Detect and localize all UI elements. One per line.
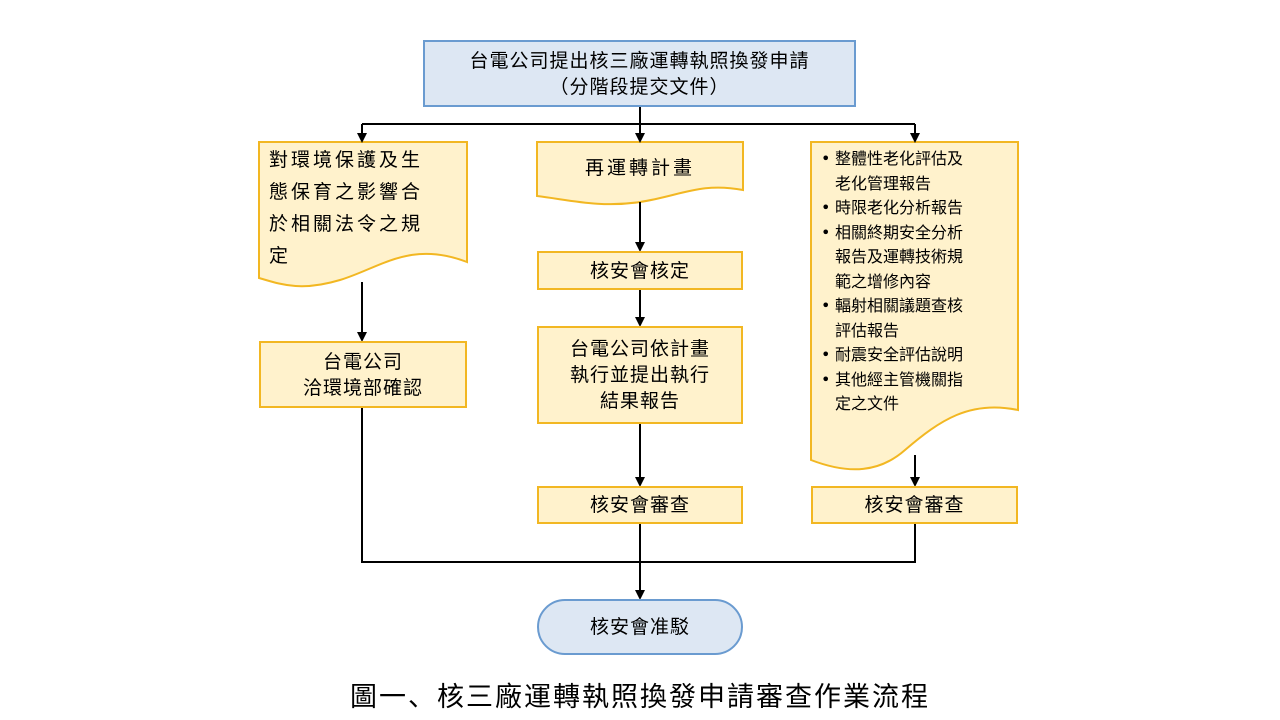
approval-box: 核安會核定 (537, 251, 743, 290)
list-item: •相關終期安全分析 報告及運轉技術規 範之增修內容 (817, 221, 1017, 295)
middle-review-label: 核安會審查 (589, 494, 690, 516)
list-item-text: 範之增修內容 (835, 271, 932, 291)
environment-ministry-line2: 洽環境部確認 (302, 376, 423, 399)
final-decision-terminal: 核安會准駁 (537, 599, 743, 655)
bullet-icon: • (821, 149, 831, 168)
bullet-icon: • (821, 345, 831, 364)
application-box: 台電公司提出核三廠運轉執照換發申請 （分階段提交文件） (423, 40, 856, 107)
list-item-text: 整體性老化評估及 (835, 149, 964, 168)
middle-document-shape (536, 141, 744, 206)
required-documents-list: •整體性老化評估及 老化管理報告 •時限老化分析報告 •相關終期安全分析 報告及… (817, 147, 1017, 417)
middle-review-box: 核安會審查 (537, 486, 743, 524)
execution-report-line2: 執行並提出執行 (569, 364, 710, 386)
left-document-text: 對環境保護及生 態保育之影響合 於相關法令之規 定 (269, 144, 465, 272)
connectors (357, 107, 920, 600)
left-document-shape (258, 141, 468, 288)
restart-plan-text: 再運轉計畫 (584, 157, 695, 179)
final-decision-label: 核安會准駁 (589, 616, 690, 638)
right-review-box: 核安會審查 (811, 486, 1018, 524)
left-document-line: 於相關法令之規 (269, 213, 424, 235)
connector-right-box-to-merge (640, 524, 916, 563)
list-item: •輻射相關議題查核 評估報告 (817, 294, 1017, 343)
list-item-text: 定之文件 (835, 394, 900, 413)
list-item-text: 老化管理報告 (835, 173, 932, 193)
figure-caption: 圖一、核三廠運轉執照換發申請審查作業流程 (350, 682, 930, 713)
list-item-text: 輻射相關議題查核 (835, 296, 964, 315)
connector-left-box-to-merge (361, 408, 640, 563)
list-item-text: 報告及運轉技術規 (835, 247, 964, 266)
bullet-icon: • (821, 198, 831, 217)
execution-report-line1: 台電公司依計畫 (569, 338, 710, 360)
application-box-line2: （分階段提交文件） (549, 75, 730, 98)
right-document-shape (810, 141, 1019, 471)
approval-box-label: 核安會核定 (589, 259, 690, 282)
list-item: •整體性老化評估及 老化管理報告 (817, 147, 1017, 196)
left-document-line: 定 (269, 245, 292, 267)
environment-ministry-line1: 台電公司 (322, 350, 403, 373)
execution-report-line3: 結果報告 (599, 390, 680, 412)
bullet-icon: • (821, 369, 831, 389)
application-box-line1: 台電公司提出核三廠運轉執照換發申請 (469, 49, 810, 72)
list-item-text: 其他經主管機關指 (835, 369, 964, 389)
right-review-label: 核安會審查 (864, 494, 965, 516)
bullet-icon: • (821, 222, 831, 242)
left-document-line: 對環境保護及生 (269, 149, 424, 171)
execution-report-box: 台電公司依計畫 執行並提出執行 結果報告 (537, 326, 743, 424)
list-item: •時限老化分析報告 (817, 196, 1017, 221)
bullet-icon: • (821, 296, 831, 315)
list-item-text: 評估報告 (835, 320, 900, 340)
environment-ministry-box: 台電公司 洽環境部確認 (259, 341, 467, 408)
left-document-line: 態保育之影響合 (269, 181, 424, 203)
list-item-text: 耐震安全評估說明 (835, 345, 964, 364)
list-item: •其他經主管機關指 定之文件 (817, 368, 1017, 417)
list-item-text: 時限老化分析報告 (835, 198, 964, 217)
list-item: •耐震安全評估說明 (817, 343, 1017, 368)
list-item-text: 相關終期安全分析 (835, 222, 964, 242)
